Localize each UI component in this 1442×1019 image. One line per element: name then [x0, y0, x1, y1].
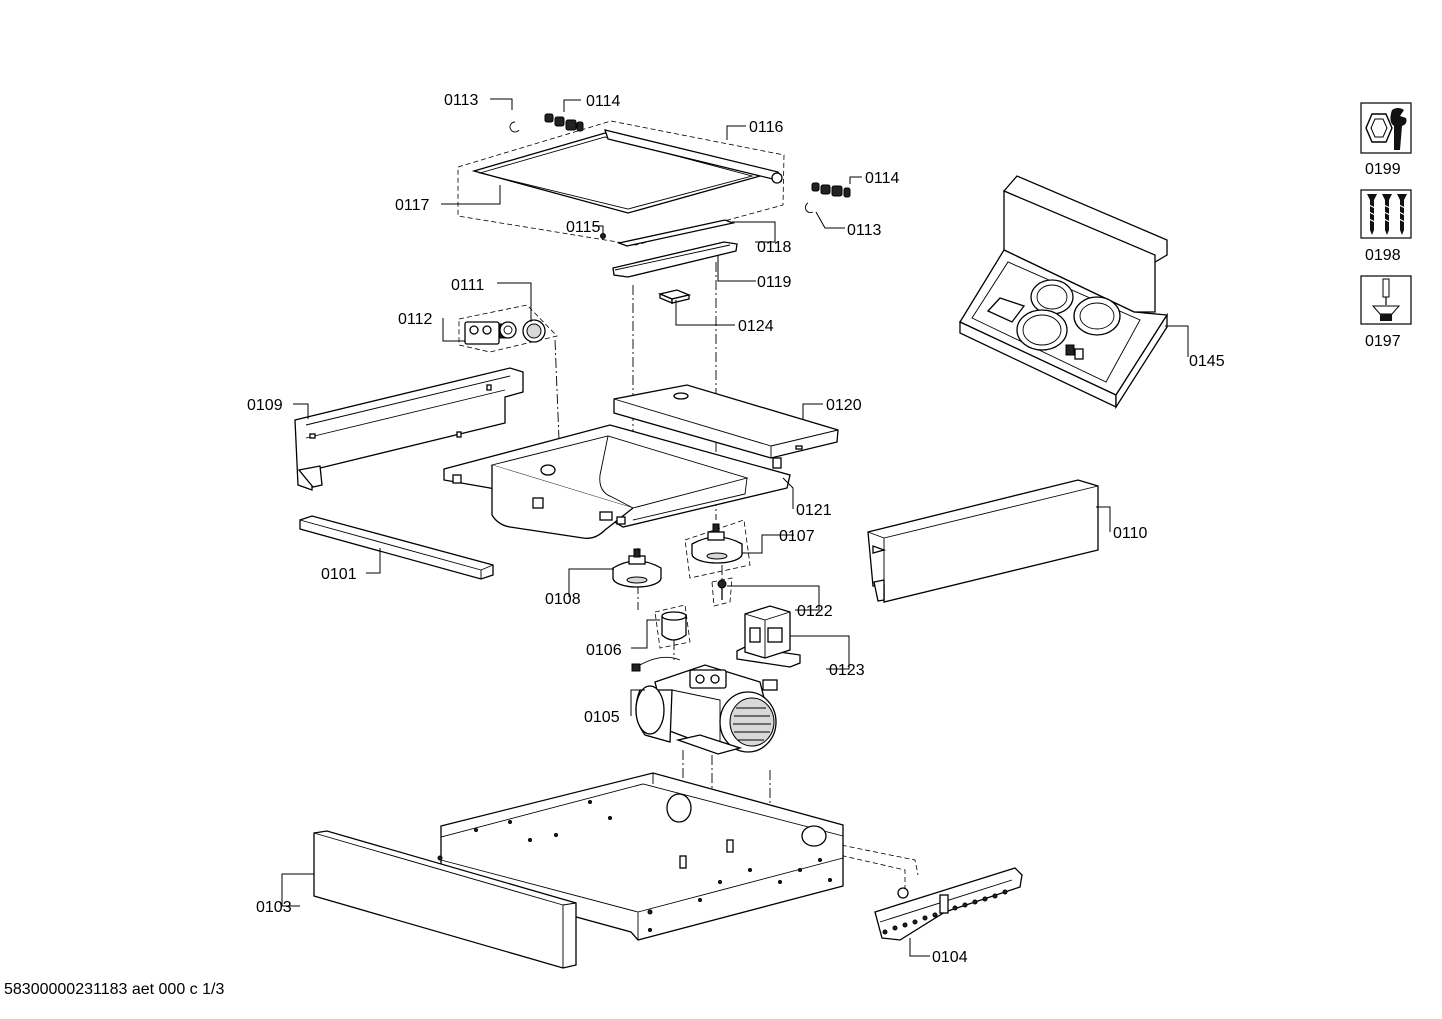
callout-0117: 0117 [395, 197, 430, 214]
callout-0123: 0123 [829, 662, 865, 679]
wrench-nut-icon [1360, 102, 1412, 154]
callout-0111: 0111 [451, 277, 484, 294]
callout-0113-right: 0113 [847, 222, 882, 239]
callout-0118: 0118 [757, 239, 792, 256]
coupling-0106 [654, 604, 691, 649]
callout-0145: 0145 [1189, 353, 1225, 370]
callout-0114-top: 0114 [586, 93, 621, 110]
callout-0119: 0119 [757, 274, 792, 291]
callout-0104: 0104 [932, 949, 968, 966]
callout-0120: 0120 [826, 397, 862, 414]
callout-0122: 0122 [797, 603, 833, 620]
valve-0107 [684, 519, 751, 579]
legend: 0199 0198 0197 [1360, 102, 1412, 350]
side-panel-left [294, 367, 524, 491]
callout-0105: 0105 [584, 709, 620, 726]
callout-0101: 0101 [321, 566, 357, 583]
legend-0197: 0197 [1365, 333, 1401, 350]
callout-0114-right: 0114 [865, 170, 900, 187]
glass-cover-assembly [457, 113, 851, 304]
callout-0112: 0112 [398, 311, 433, 328]
callout-0109: 0109 [247, 397, 283, 414]
callout-0121: 0121 [796, 502, 832, 519]
transformer-0123 [736, 605, 801, 668]
switch-knob-assembly [458, 304, 558, 353]
callout-0116: 0116 [749, 119, 784, 136]
screws-icon [1360, 189, 1412, 239]
legend-0198: 0198 [1365, 247, 1401, 264]
document-id: 58300000231183 aet 000 c 1/3 [4, 981, 225, 998]
callout-0110: 0110 [1113, 525, 1148, 542]
slide-rail-0104 [874, 867, 1023, 941]
screwdriver-icon [1360, 275, 1412, 325]
screw-0122 [711, 577, 733, 607]
side-panel-right [867, 479, 1099, 603]
cover-plate [613, 384, 839, 459]
legend-0199: 0199 [1365, 161, 1401, 178]
valve-0108 [612, 548, 662, 588]
callout-0124: 0124 [738, 318, 774, 335]
callout-0103: 0103 [256, 899, 292, 916]
front-panel-0103 [313, 830, 577, 969]
callout-labels: 0113 0114 0116 0117 0114 0113 0115 0118 … [247, 92, 1225, 966]
callout-0113-top: 0113 [444, 92, 479, 109]
front-bar [299, 515, 494, 580]
pump-motor-0105 [631, 656, 778, 755]
hinge-part-right [811, 182, 851, 198]
callout-0115: 0115 [566, 219, 601, 236]
callout-0106: 0106 [586, 642, 622, 659]
accessory-box-0145 [959, 175, 1169, 410]
basin-tub [443, 424, 791, 539]
callout-0107: 0107 [779, 528, 815, 545]
leader-lines [281, 98, 1189, 957]
callout-0108: 0108 [545, 591, 581, 608]
hinge-part-left [544, 113, 584, 132]
